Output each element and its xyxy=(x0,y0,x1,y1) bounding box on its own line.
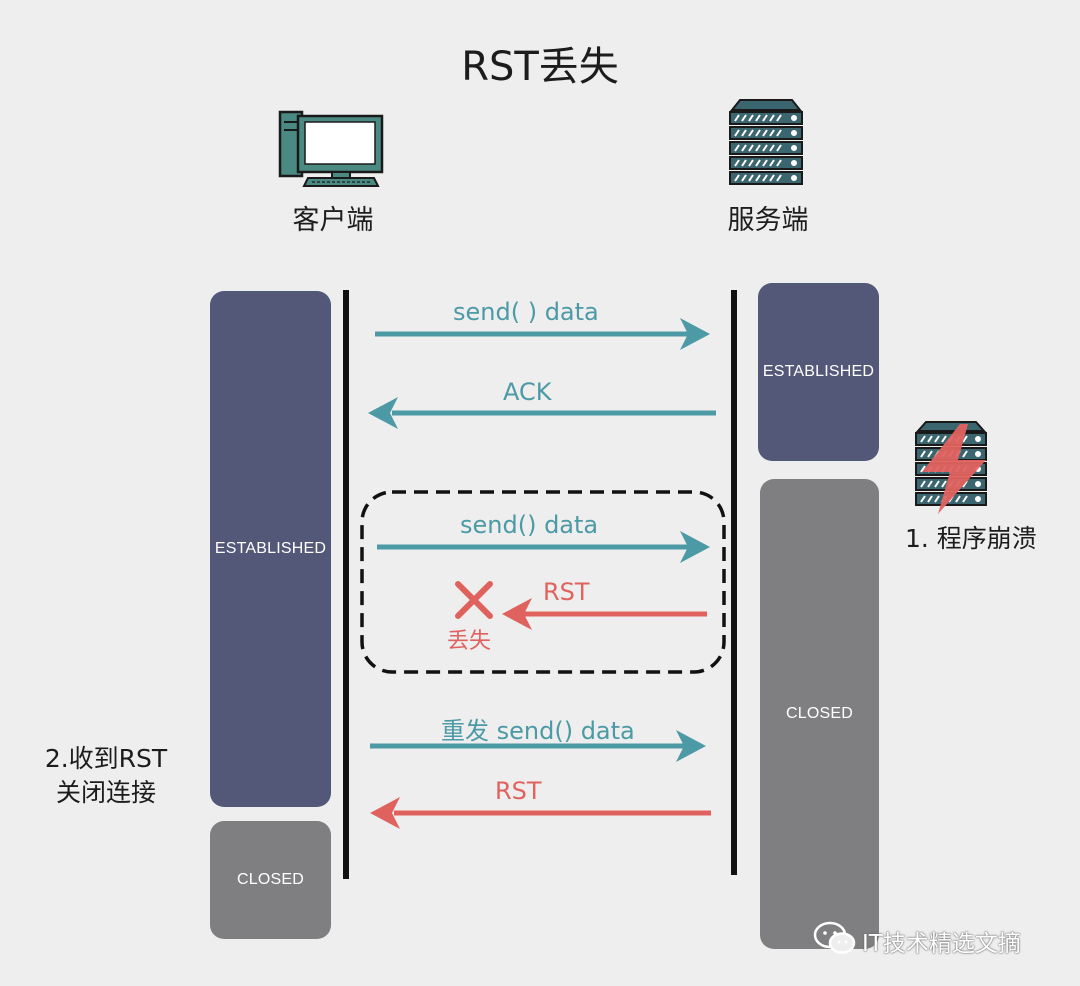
lightning-icon xyxy=(922,424,986,514)
client-established-state: ESTABLISHED xyxy=(210,291,331,807)
server-rack-icon xyxy=(729,99,803,185)
watermark-text: IT技术精选文摘 xyxy=(862,931,1021,957)
send2-label: send() data xyxy=(460,511,599,539)
server-vent xyxy=(741,144,747,152)
client-closed-state: CLOSED xyxy=(210,821,331,939)
send1-label: send( ) data xyxy=(453,298,599,326)
server-vent xyxy=(941,435,947,443)
crashed-server-icon xyxy=(915,421,987,514)
client-close-note-line1: 2.收到RST xyxy=(44,744,168,773)
server-vent xyxy=(927,495,933,503)
lost-label: 丢失 xyxy=(447,629,492,654)
server-vent xyxy=(741,159,747,167)
client-close-note-line2: 关闭连接 xyxy=(55,778,156,807)
server-led xyxy=(975,451,981,457)
server-closed-state: CLOSED xyxy=(760,479,879,949)
server-vent xyxy=(962,450,968,458)
server-led xyxy=(975,496,981,502)
client-close-note: 2.收到RST 关闭连接 xyxy=(36,742,176,810)
server-vent xyxy=(934,495,940,503)
ack-label: ACK xyxy=(503,378,552,406)
server-vent xyxy=(755,174,761,182)
server-vent xyxy=(748,144,754,152)
resend-arrow xyxy=(370,730,706,762)
server-vent xyxy=(762,114,768,122)
server-vent xyxy=(734,174,740,182)
server-lifeline xyxy=(731,290,737,875)
server-vent xyxy=(734,159,740,167)
server-vent xyxy=(769,159,775,167)
server-vent xyxy=(755,114,761,122)
server-established-state: ESTABLISHED xyxy=(758,283,879,461)
server-led xyxy=(791,160,797,166)
server-led xyxy=(791,145,797,151)
server-vent xyxy=(734,144,740,152)
server-vent xyxy=(920,450,926,458)
server-vent xyxy=(769,114,775,122)
server-vent xyxy=(748,174,754,182)
server-vent xyxy=(741,114,747,122)
server-vent xyxy=(734,114,740,122)
server-vent xyxy=(920,480,926,488)
server-vent xyxy=(762,159,768,167)
server-vent xyxy=(762,174,768,182)
server-vent xyxy=(762,144,768,152)
client-label: 客户端 xyxy=(292,205,374,236)
server-led xyxy=(791,130,797,136)
server-vent xyxy=(755,129,761,137)
resend-label: 重发 send() data xyxy=(441,717,635,745)
server-vent xyxy=(927,450,933,458)
server-vent xyxy=(776,129,782,137)
server-vent xyxy=(941,480,947,488)
server-vent xyxy=(962,435,968,443)
server-label: 服务端 xyxy=(727,205,809,236)
ack-arrow xyxy=(368,397,716,429)
server-vent xyxy=(748,129,754,137)
server-vent xyxy=(762,129,768,137)
desktop-computer-icon xyxy=(278,110,384,187)
server-vent xyxy=(955,495,961,503)
server-crash-note: 1. 程序崩溃 xyxy=(905,524,1037,553)
server-led xyxy=(791,175,797,181)
rst-lost-arrow xyxy=(502,598,707,630)
server-led xyxy=(975,481,981,487)
server-vent xyxy=(920,435,926,443)
rst2-arrow xyxy=(370,797,711,829)
server-vent xyxy=(748,159,754,167)
server-led xyxy=(975,436,981,442)
server-vent xyxy=(734,129,740,137)
server-vent xyxy=(776,114,782,122)
server-vent xyxy=(741,174,747,182)
server-vent xyxy=(920,495,926,503)
server-led xyxy=(791,115,797,121)
server-vent xyxy=(769,129,775,137)
send2-arrow xyxy=(377,531,710,563)
server-vent xyxy=(962,495,968,503)
server-vent xyxy=(776,174,782,182)
lost-region-dashed-box xyxy=(360,490,726,674)
server-vent xyxy=(755,159,761,167)
server-vent xyxy=(920,465,926,473)
rst2-label: RST xyxy=(495,777,542,805)
server-vent xyxy=(741,129,747,137)
server-vent xyxy=(769,144,775,152)
server-vent xyxy=(769,174,775,182)
server-vent xyxy=(927,480,933,488)
server-vent xyxy=(748,114,754,122)
server-vent xyxy=(927,435,933,443)
server-vent xyxy=(776,144,782,152)
server-vent xyxy=(934,480,940,488)
server-vent xyxy=(755,144,761,152)
server-vent xyxy=(776,159,782,167)
diagram-title: RST丢失 xyxy=(461,44,619,90)
lost-x-mark xyxy=(455,581,493,619)
send1-arrow xyxy=(375,318,710,350)
client-lifeline xyxy=(343,290,349,879)
rst-lost-label: RST xyxy=(543,578,590,606)
server-vent xyxy=(934,435,940,443)
wechat-icon xyxy=(813,921,856,954)
